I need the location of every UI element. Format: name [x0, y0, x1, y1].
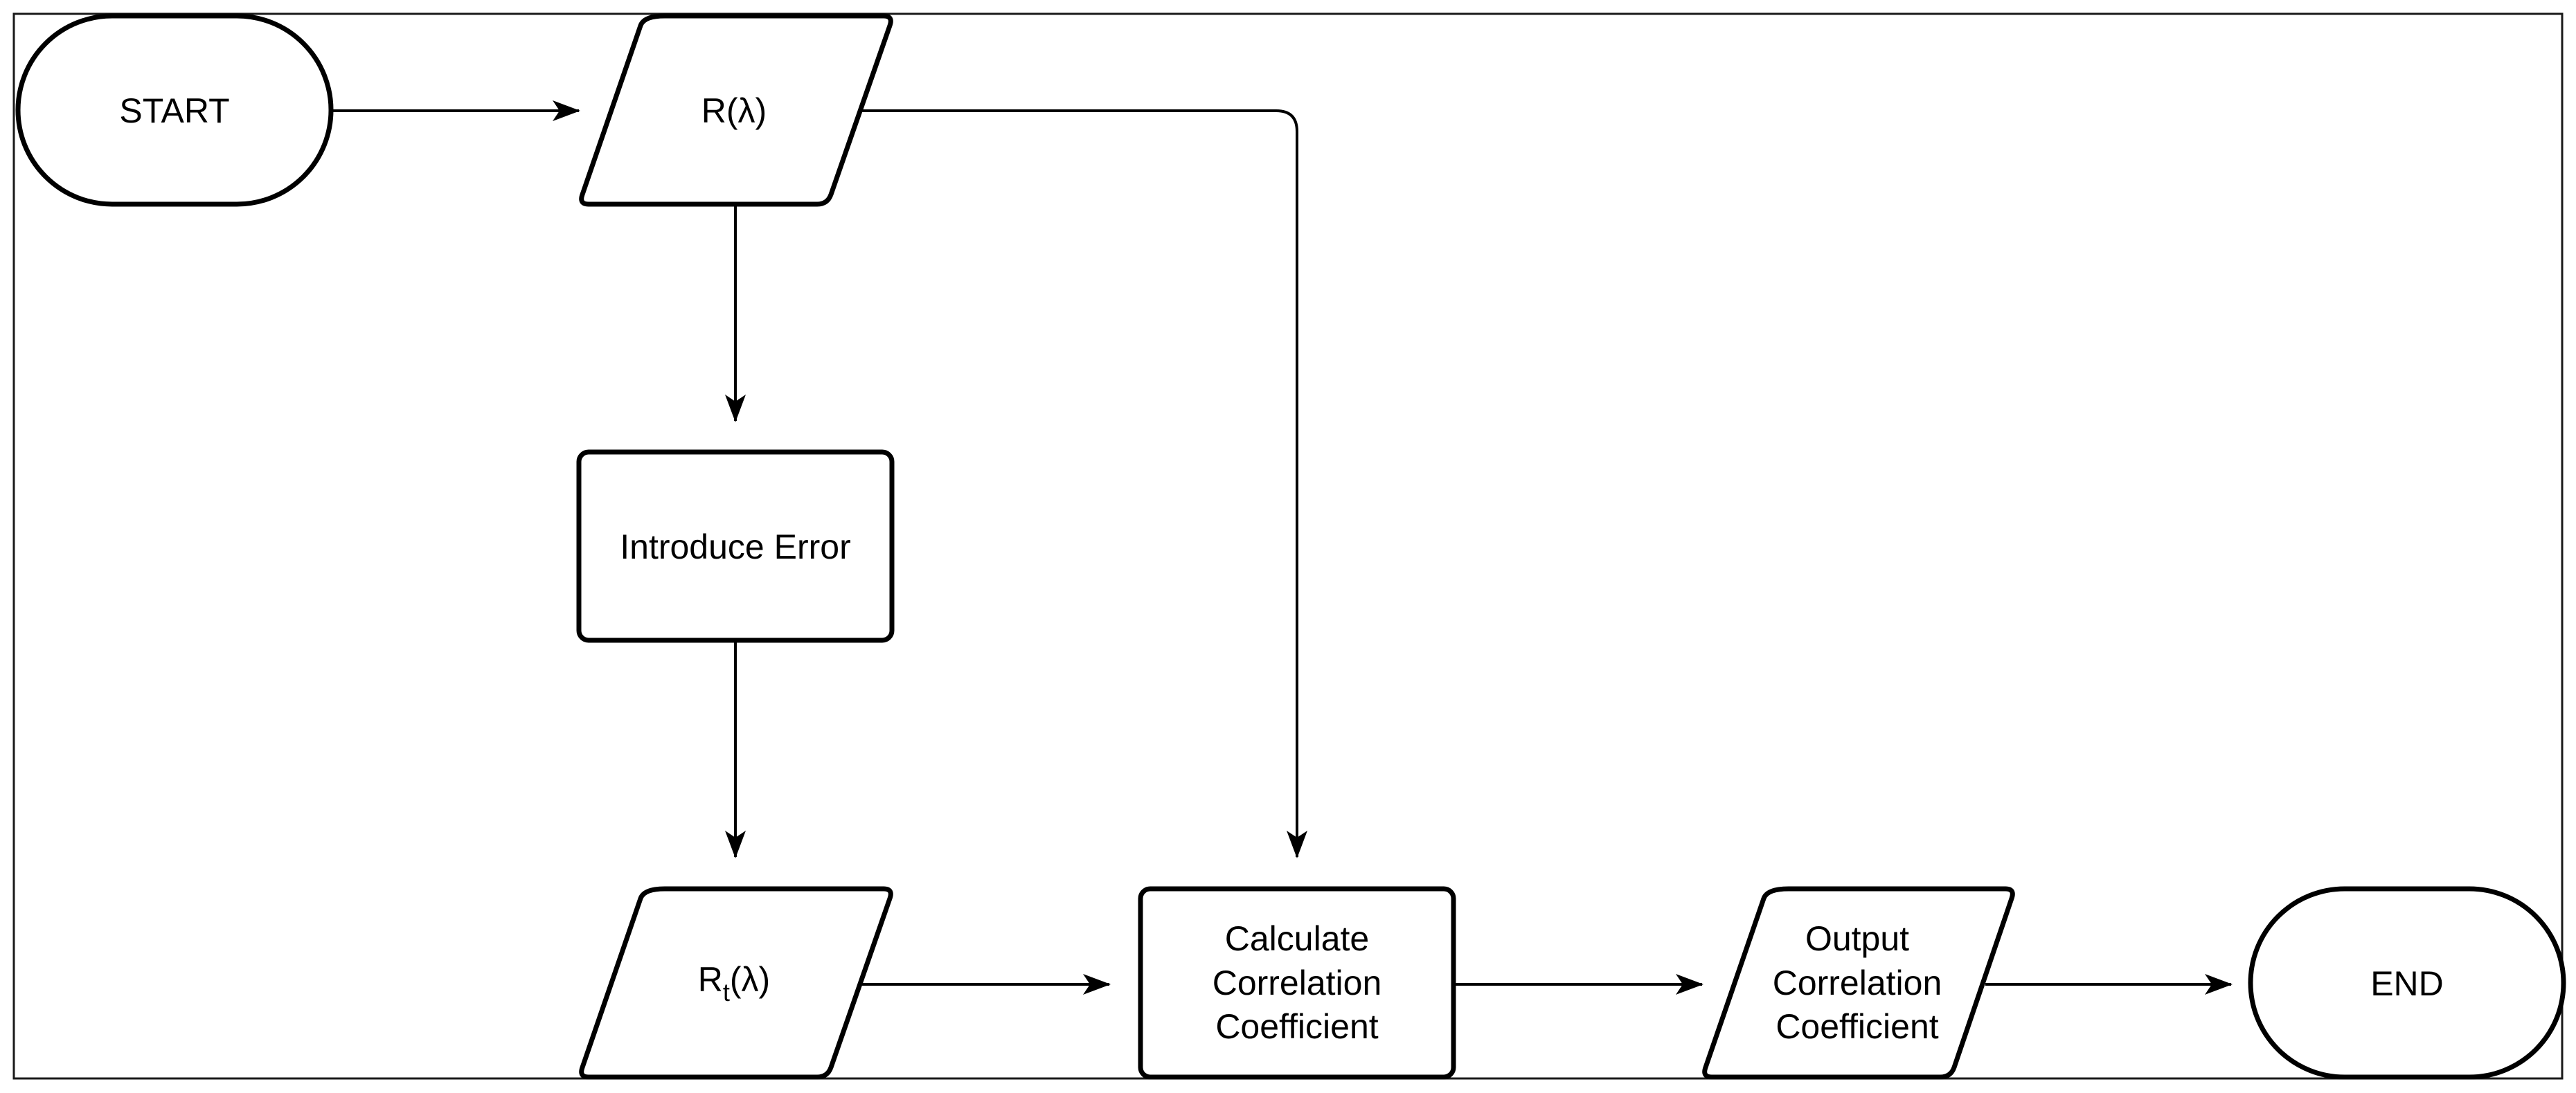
introduce-error-process: Introduce Error	[576, 449, 895, 643]
introduce-error-label: Introduce Error	[620, 527, 850, 566]
input-rt-subscript: t	[723, 978, 730, 1006]
end-label: END	[2370, 964, 2444, 1003]
input-rt-base: R	[698, 960, 723, 999]
start-terminator: START	[15, 13, 334, 207]
input-rt-label: Rt(λ)	[698, 960, 770, 1006]
arrow-r-to-calculate	[861, 109, 1307, 858]
end-terminator: END	[2248, 886, 2566, 1080]
calculate-line-3: Coefficient	[1215, 1007, 1378, 1046]
calculate-correlation-process: Calculate Correlation Coefficient	[1138, 886, 1456, 1080]
input-r-label: R(λ)	[701, 91, 767, 130]
output-correlation-parallelogram: Output Correlation Coefficient	[1702, 886, 2015, 1080]
start-label: START	[119, 91, 229, 130]
input-r-parallelogram: R(λ)	[579, 13, 893, 207]
calculate-line-1: Calculate	[1225, 919, 1369, 958]
input-rt-suffix: (λ)	[730, 960, 770, 999]
connectors	[331, 100, 2233, 995]
output-line-1: Output	[1805, 919, 1909, 958]
output-line-2: Correlation	[1773, 964, 1942, 1002]
calculate-line-2: Correlation	[1213, 964, 1382, 1002]
output-line-3: Coefficient	[1776, 1007, 1938, 1046]
input-rt-parallelogram: Rt(λ)	[579, 886, 893, 1080]
